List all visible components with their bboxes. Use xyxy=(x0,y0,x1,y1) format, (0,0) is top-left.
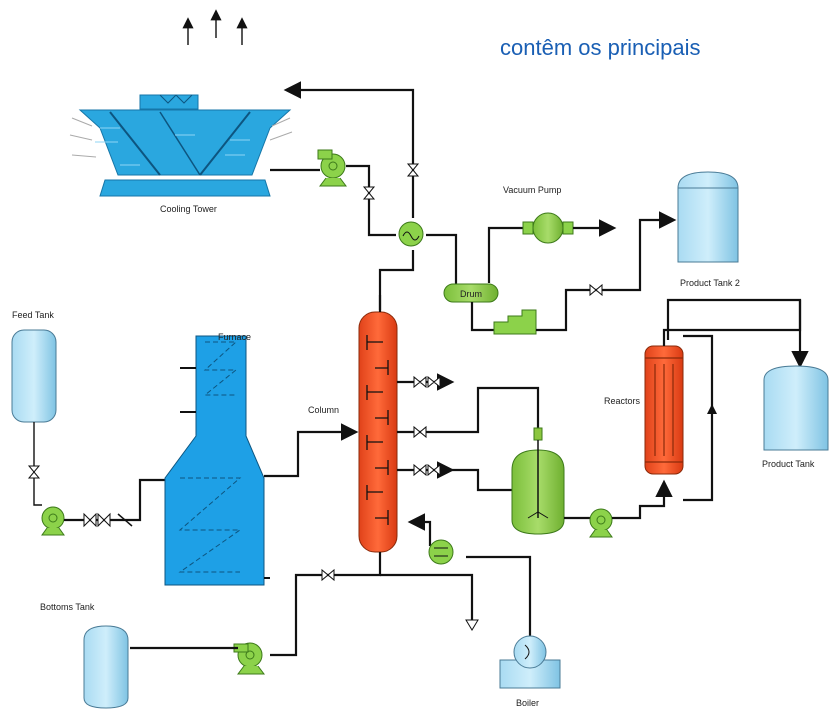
drum-label: Drum xyxy=(460,289,482,299)
feed-pump xyxy=(41,506,65,536)
reactor-pump xyxy=(589,508,613,538)
valve-col-2 xyxy=(413,425,427,439)
reactors-label: Reactors xyxy=(604,396,641,406)
valve-boiler xyxy=(465,619,479,631)
valve-feed-3 xyxy=(97,512,111,528)
bottoms-tank: Bottoms Tank xyxy=(40,602,129,709)
valve-feed-2 xyxy=(83,512,97,528)
product-tank: Product Tank xyxy=(762,365,829,469)
cooling-pump xyxy=(317,149,347,187)
valve-ct-2 xyxy=(406,163,420,177)
cooling-tower: Cooling Tower xyxy=(69,94,293,214)
page-heading: contêm os principais xyxy=(500,35,701,60)
condenser xyxy=(398,221,424,247)
cooling-tower-label: Cooling Tower xyxy=(160,204,217,214)
distillation-column xyxy=(358,311,398,553)
valve-col-3 xyxy=(413,463,441,477)
valve-ct-1 xyxy=(362,186,376,200)
vacuum-pump: Vacuum Pump xyxy=(503,185,574,244)
drum: Drum xyxy=(443,283,499,303)
boiler-label: Boiler xyxy=(516,698,539,708)
product-tank-2: Product Tank 2 xyxy=(677,171,740,288)
valve-col-1 xyxy=(413,375,441,389)
check-valve-feed xyxy=(117,513,133,527)
product-tank-label: Product Tank xyxy=(762,459,815,469)
bottoms-pump xyxy=(233,642,265,675)
reboiler xyxy=(428,539,454,565)
boiler: Boiler xyxy=(499,635,561,708)
feed-tank: Feed Tank xyxy=(11,310,57,423)
vapor-arrows xyxy=(182,9,248,45)
tube-reactor: Reactors xyxy=(604,345,684,475)
drum-pump xyxy=(493,309,537,335)
furnace-label: Furnace xyxy=(218,332,251,342)
stirred-reactor xyxy=(511,427,565,535)
valve-bottoms xyxy=(321,568,335,582)
furnace: Furnace xyxy=(164,332,270,586)
valve-feed xyxy=(27,465,41,479)
feed-tank-label: Feed Tank xyxy=(12,310,54,320)
column-label: Column xyxy=(308,405,339,415)
valve-drum xyxy=(589,283,603,297)
vacuum-pump-label: Vacuum Pump xyxy=(503,185,561,195)
bottoms-tank-label: Bottoms Tank xyxy=(40,602,95,612)
product-tank-2-label: Product Tank 2 xyxy=(680,278,740,288)
